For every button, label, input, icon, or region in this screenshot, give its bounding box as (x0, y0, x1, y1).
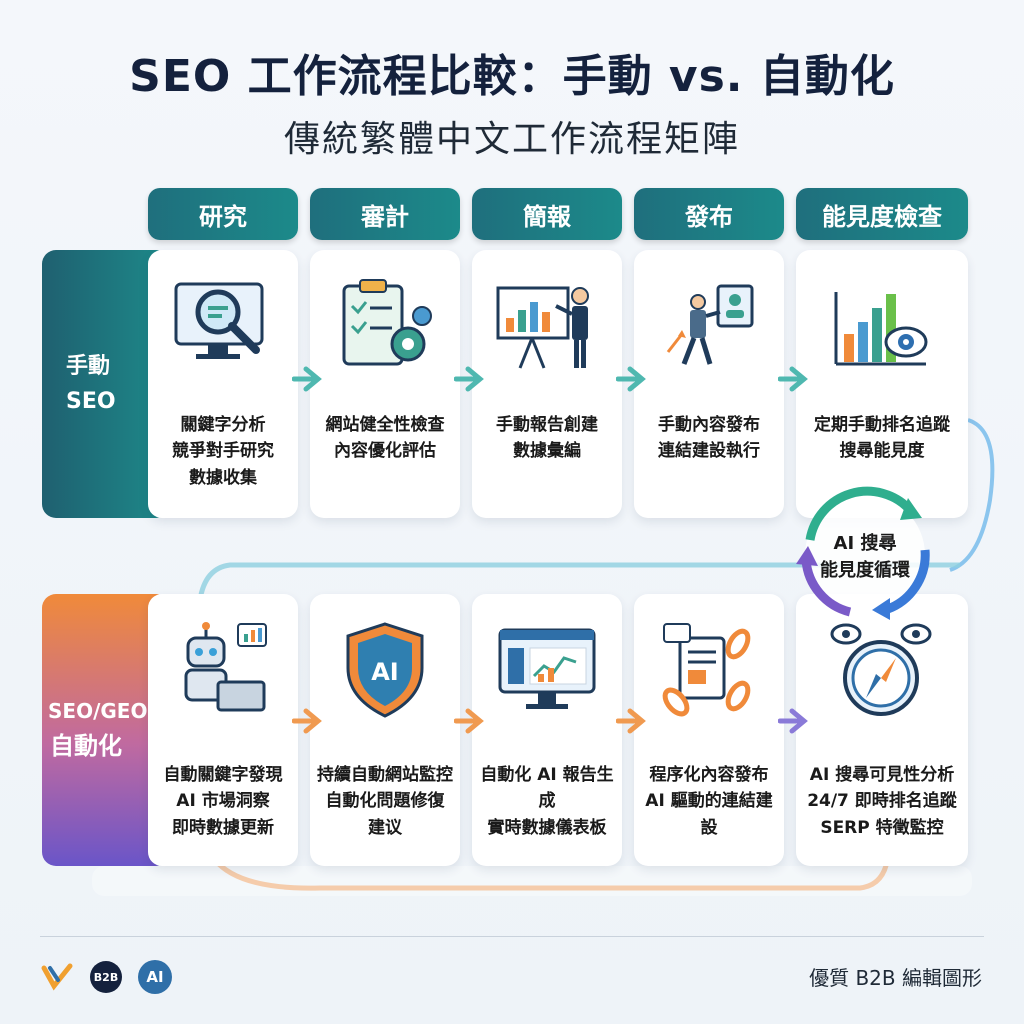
b2b-badge-text: B2B (93, 970, 119, 984)
card-manual-brief-text: 手動報告創建 數據彙編 (478, 412, 616, 465)
card-line: 競爭對手研究 (172, 441, 274, 462)
card-line: 數據收集 (189, 467, 257, 488)
cycle-label: AI 搜尋 能見度循環 (790, 530, 940, 584)
cycle-label-line2: 能見度循環 (820, 560, 910, 581)
card-line: 數據彙編 (513, 441, 581, 462)
brand-logo-icon (40, 962, 74, 992)
footer-divider (40, 936, 984, 937)
stage-header-research: 研究 (148, 188, 298, 240)
card-line: 自動化問題修復 (325, 791, 445, 812)
card-manual-research: 關鍵字分析 競爭對手研究 數據收集 (148, 250, 298, 518)
card-line: 定期手動排名追蹤 (814, 415, 950, 435)
arrow-right-icon (616, 708, 646, 734)
arrow-right-icon (454, 366, 484, 392)
stage-header-brief: 簡報 (472, 188, 622, 240)
card-line: AI 市場洞察 (176, 791, 270, 812)
card-line: 設 (700, 817, 718, 838)
card-line: 建议 (368, 817, 402, 838)
card-manual-research-text: 關鍵字分析 競爭對手研究 數據收集 (154, 412, 292, 491)
card-auto-publish-text: 程序化內容發布 AI 驅動的連結建 設 (640, 762, 778, 841)
card-auto-visibility: AI 搜尋可見性分析 24/7 即時排名追蹤 SERP 特徵監控 (796, 594, 968, 866)
card-line: 手動報告創建 (496, 415, 598, 435)
footer-credit: 優質 B2B 編輯圖形 (809, 966, 982, 990)
card-auto-audit: AI 持續自動網站監控 自動化問題修復 建议 (310, 594, 460, 866)
arrow-right-icon (454, 708, 484, 734)
card-manual-audit-text: 網站健全性檢查 內容優化評估 (316, 412, 454, 465)
robot-laptop-icon (184, 622, 267, 712)
presenter-chart-icon (496, 286, 589, 369)
card-auto-publish: 程序化內容發布 AI 驅動的連結建 設 (634, 594, 784, 866)
card-line: 24/7 即時排名追蹤 (807, 791, 957, 812)
dashboard-monitor-icon (498, 628, 596, 709)
card-line: 手動內容發布 (658, 415, 760, 435)
arrow-right-icon (778, 708, 808, 734)
ai-shield-icon: AI (346, 622, 424, 718)
row-label-manual-line2: SEO (66, 389, 116, 414)
card-line: 實時數據儀表板 (487, 817, 607, 838)
arrow-right-icon (778, 366, 808, 392)
card-manual-brief: 手動報告創建 數據彙編 (472, 250, 622, 518)
card-line: 自動關鍵字發現 (163, 765, 283, 785)
monitor-search-icon (174, 282, 264, 359)
card-manual-publish: 手動內容發布 連結建設執行 (634, 250, 784, 518)
card-line: AI 驅動的連結建 (645, 791, 773, 812)
card-line: 自動化 AI 報告生成 (480, 765, 614, 812)
stage-header-audit: 審計 (310, 188, 460, 240)
card-auto-brief-text: 自動化 AI 報告生成 實時數據儀表板 (478, 762, 616, 841)
card-manual-audit: 網站健全性檢查 內容優化評估 (310, 250, 460, 518)
row-label-manual-line1: 手動 (66, 353, 111, 379)
person-profile-icon (666, 284, 754, 365)
card-line: 搜尋能見度 (839, 441, 925, 462)
card-auto-research-text: 自動關鍵字發現 AI 市場洞察 即時數據更新 (154, 762, 292, 841)
b2b-badge: B2B (90, 961, 122, 993)
card-line: SERP 特徵監控 (820, 817, 944, 838)
arrow-right-icon (292, 708, 322, 734)
svg-text:AI: AI (371, 658, 399, 686)
compass-eyes-icon (830, 623, 932, 716)
card-line: 網站健全性檢查 (325, 415, 445, 435)
cycle-label-line1: AI 搜尋 (833, 533, 897, 554)
card-auto-visibility-text: AI 搜尋可見性分析 24/7 即時排名追蹤 SERP 特徵監控 (802, 762, 962, 841)
ai-badge: AI (138, 960, 172, 994)
card-line: 持續自動網站監控 (317, 765, 453, 785)
card-auto-brief: 自動化 AI 報告生成 實時數據儀表板 (472, 594, 622, 866)
document-link-icon (662, 623, 751, 717)
card-auto-audit-text: 持續自動網站監控 自動化問題修復 建议 (316, 762, 454, 841)
row-label-auto-line2: 自動化 (50, 731, 122, 760)
stage-header-visibility: 能見度檢查 (796, 188, 968, 240)
row-label-auto-line1: SEO/GEO (48, 698, 148, 723)
clipboard-gear-icon (342, 279, 432, 366)
cycle-arrows-icon (796, 486, 930, 620)
arrow-right-icon (616, 366, 646, 392)
chart-eye-icon (834, 292, 928, 366)
card-line: 程序化內容發布 (649, 765, 769, 785)
page-subtitle: 傳統繁體中文工作流程矩陣 (283, 119, 740, 160)
card-line: 關鍵字分析 (180, 415, 266, 435)
card-auto-research: 自動關鍵字發現 AI 市場洞察 即時數據更新 (148, 594, 298, 866)
card-line: 即時數據更新 (172, 817, 274, 838)
card-line: 連結建設執行 (658, 441, 760, 462)
card-line: 內容優化評估 (334, 441, 436, 462)
page-title: SEO 工作流程比較：手動 vs. 自動化 (129, 51, 895, 102)
ai-badge-text: AI (146, 968, 164, 986)
card-manual-visibility: 定期手動排名追蹤 搜尋能見度 (796, 250, 968, 518)
stage-header-publish: 發布 (634, 188, 784, 240)
card-manual-visibility-text: 定期手動排名追蹤 搜尋能見度 (802, 412, 962, 465)
card-manual-publish-text: 手動內容發布 連結建設執行 (640, 412, 778, 465)
card-line: AI 搜尋可見性分析 (809, 765, 955, 785)
arrow-right-icon (292, 366, 322, 392)
